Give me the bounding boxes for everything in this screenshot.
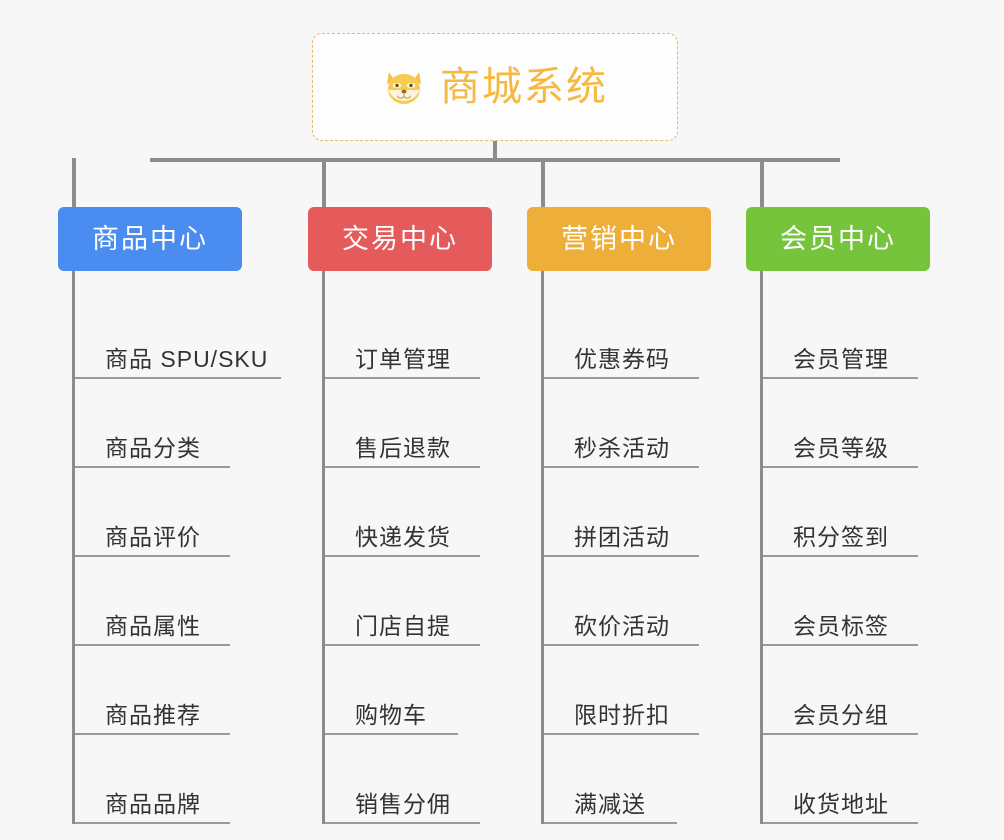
leaf-label: 门店自提 bbox=[355, 613, 451, 639]
leaf-underline bbox=[544, 644, 699, 646]
leaf-label: 商品品牌 bbox=[105, 791, 201, 817]
leaf-underline bbox=[763, 377, 918, 379]
leaf-underline bbox=[325, 377, 480, 379]
category-box-marketing-center[interactable]: 营销中心 bbox=[527, 207, 711, 271]
leaf-item[interactable]: 优惠券码 bbox=[544, 335, 709, 379]
leaf-item[interactable]: 会员标签 bbox=[763, 602, 928, 646]
leaf-label: 订单管理 bbox=[355, 346, 451, 372]
leaf-item[interactable]: 限时折扣 bbox=[544, 691, 709, 735]
connector-drop-member-center bbox=[760, 158, 764, 210]
leaf-label: 限时折扣 bbox=[574, 702, 670, 728]
leaf-item[interactable]: 商品属性 bbox=[75, 602, 240, 646]
leaf-underline bbox=[763, 644, 918, 646]
leaf-label: 商品分类 bbox=[105, 435, 201, 461]
leaf-label: 拼团活动 bbox=[574, 524, 670, 550]
leaf-label: 砍价活动 bbox=[574, 613, 670, 639]
leaf-item[interactable]: 会员分组 bbox=[763, 691, 928, 735]
leaf-item[interactable]: 商品 SPU/SKU bbox=[75, 335, 291, 379]
leaf-underline bbox=[544, 466, 699, 468]
leaf-underline bbox=[763, 466, 918, 468]
leaf-label: 会员管理 bbox=[793, 346, 889, 372]
leaf-underline bbox=[325, 822, 480, 824]
leaf-item[interactable]: 满减送 bbox=[544, 780, 687, 824]
leaf-label: 会员标签 bbox=[793, 613, 889, 639]
category-label-marketing-center: 营销中心 bbox=[561, 223, 677, 254]
leaf-item[interactable]: 订单管理 bbox=[325, 335, 490, 379]
leaf-label: 会员分组 bbox=[793, 702, 889, 728]
branch-spine-trade-center bbox=[322, 271, 325, 824]
leaf-underline bbox=[75, 466, 230, 468]
leaf-item[interactable]: 商品推荐 bbox=[75, 691, 240, 735]
leaf-item[interactable]: 秒杀活动 bbox=[544, 424, 709, 468]
leaf-label: 会员等级 bbox=[793, 435, 889, 461]
leaf-item[interactable]: 收货地址 bbox=[763, 780, 928, 824]
leaf-label: 积分签到 bbox=[793, 524, 889, 550]
leaf-label: 商品评价 bbox=[105, 524, 201, 550]
leaf-underline bbox=[325, 733, 458, 735]
leaf-label: 销售分佣 bbox=[355, 791, 451, 817]
branch-spine-product-center bbox=[72, 271, 75, 824]
leaf-underline bbox=[75, 822, 230, 824]
leaf-label: 满减送 bbox=[574, 791, 646, 817]
leaf-underline bbox=[763, 733, 918, 735]
leaf-item[interactable]: 砍价活动 bbox=[544, 602, 709, 646]
leaf-item[interactable]: 商品评价 bbox=[75, 513, 240, 557]
category-label-product-center: 商品中心 bbox=[92, 223, 208, 254]
category-label-member-center: 会员中心 bbox=[780, 223, 896, 254]
leaf-label: 优惠券码 bbox=[574, 346, 670, 372]
category-box-trade-center[interactable]: 交易中心 bbox=[308, 207, 492, 271]
leaf-underline bbox=[544, 822, 677, 824]
leaf-underline bbox=[75, 644, 230, 646]
leaf-item[interactable]: 商品品牌 bbox=[75, 780, 240, 824]
leaf-underline bbox=[763, 555, 918, 557]
leaf-label: 商品属性 bbox=[105, 613, 201, 639]
leaf-item[interactable]: 销售分佣 bbox=[325, 780, 490, 824]
leaf-item[interactable]: 会员等级 bbox=[763, 424, 928, 468]
leaf-item[interactable]: 售后退款 bbox=[325, 424, 490, 468]
leaf-label: 商品推荐 bbox=[105, 702, 201, 728]
root-node[interactable]: 商城系统 bbox=[312, 33, 678, 141]
leaf-label: 售后退款 bbox=[355, 435, 451, 461]
leaf-label: 商品 SPU/SKU bbox=[105, 346, 269, 372]
leaf-underline bbox=[75, 733, 230, 735]
leaf-item[interactable]: 门店自提 bbox=[325, 602, 490, 646]
leaf-label: 购物车 bbox=[355, 702, 427, 728]
leaf-underline bbox=[544, 555, 699, 557]
leaf-underline bbox=[325, 466, 480, 468]
leaf-underline bbox=[544, 377, 699, 379]
leaf-item[interactable]: 快递发货 bbox=[325, 513, 490, 557]
leaf-underline bbox=[325, 644, 480, 646]
connector-drop-marketing-center bbox=[541, 158, 545, 210]
branch-spine-marketing-center bbox=[541, 271, 544, 824]
category-box-member-center[interactable]: 会员中心 bbox=[746, 207, 930, 271]
leaf-item[interactable]: 拼团活动 bbox=[544, 513, 709, 557]
leaf-item[interactable]: 会员管理 bbox=[763, 335, 928, 379]
leaf-underline bbox=[75, 377, 281, 379]
leaf-underline bbox=[325, 555, 480, 557]
leaf-item[interactable]: 购物车 bbox=[325, 691, 468, 735]
leaf-item[interactable]: 商品分类 bbox=[75, 424, 240, 468]
leaf-underline bbox=[544, 733, 699, 735]
connector-root-stub bbox=[493, 141, 497, 162]
connector-horizontal-bar bbox=[150, 158, 840, 162]
category-box-product-center[interactable]: 商品中心 bbox=[58, 207, 242, 271]
leaf-item[interactable]: 积分签到 bbox=[763, 513, 928, 557]
root-title: 商城系统 bbox=[440, 65, 608, 109]
leaf-label: 秒杀活动 bbox=[574, 435, 670, 461]
connector-drop-product-center bbox=[72, 158, 76, 210]
leaf-label: 快递发货 bbox=[355, 524, 451, 550]
connector-drop-trade-center bbox=[322, 158, 326, 210]
shiba-dog-face-icon bbox=[382, 65, 426, 109]
leaf-label: 收货地址 bbox=[793, 791, 889, 817]
branch-spine-member-center bbox=[760, 271, 763, 824]
leaf-underline bbox=[763, 822, 918, 824]
leaf-underline bbox=[75, 555, 230, 557]
category-label-trade-center: 交易中心 bbox=[342, 223, 458, 254]
